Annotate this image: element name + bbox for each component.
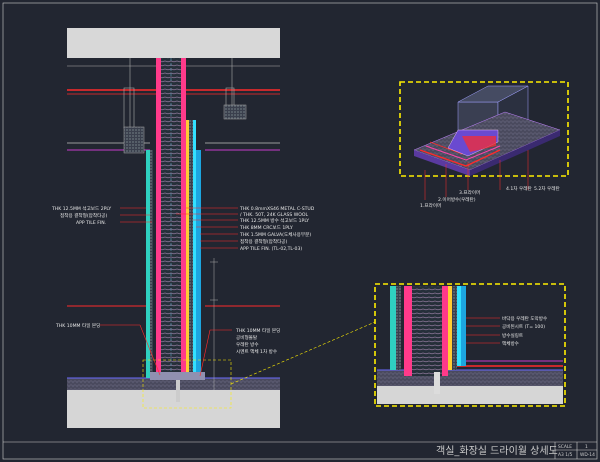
label-floor-tile-left: THK 10MM 타일 본딩 xyxy=(55,322,100,329)
label-crc-board: THK 8MM CRC보드 1PLY xyxy=(239,225,293,231)
label-waterproof-gypsum: THK 12.5MM 방수 석고보드 1PLY xyxy=(239,217,309,224)
title-block[interactable] xyxy=(3,441,597,459)
callout-leader xyxy=(230,321,376,385)
label-cement-waterproof: 시멘트 액체 1차 방수 xyxy=(236,348,277,355)
floor-slab xyxy=(67,390,280,428)
main-section-leaders xyxy=(100,207,238,377)
label-adhesive-left: 접착용 결착형(압착타공) xyxy=(60,212,108,219)
isometric-detail-frame xyxy=(399,81,569,177)
ceiling-hanger-right xyxy=(223,104,247,120)
label-tile-fin-left: APP TILE FIN. xyxy=(76,220,106,226)
ceiling-hanger-left xyxy=(123,126,145,154)
label-primer-1: 1.프라이머 xyxy=(420,202,441,209)
label-sealant: 방수실링트 xyxy=(502,332,523,339)
label-adhesive-right: 접착용 결착형(압착타공) xyxy=(240,238,288,245)
label-sheet: 공비된시트 (T= 100) xyxy=(502,323,545,330)
label-liquid-waterproof: 액체방수 xyxy=(502,340,519,347)
scale-value: A3 1/5 xyxy=(558,452,572,458)
main-wall-section[interactable] xyxy=(67,28,280,428)
label-tile-fin-right: APP TILE FIN. (TL-02,TL-03) xyxy=(240,246,302,252)
enlarged-detail-frame xyxy=(374,283,566,407)
stud-right xyxy=(181,58,186,380)
label-gypsum-2ply: THK 12.5MM 석고보드 2PLY xyxy=(51,205,111,212)
sheet-index: 1 xyxy=(585,444,588,450)
anchor-bolt xyxy=(176,380,180,402)
scale-label: SCALE xyxy=(558,444,572,450)
sheet-code: WD-14 xyxy=(580,452,595,458)
label-floor-tile-right: THK 10MM 타일 본딩 xyxy=(235,327,280,334)
floor-finish-layer xyxy=(67,378,280,390)
isometric-waterproof-detail[interactable] xyxy=(399,81,569,200)
label-metal-stud: THK 0.8mmXS46 METAL C-STUD xyxy=(239,206,315,212)
label-urethane-waterproof: 우레탄 방수 xyxy=(236,341,259,348)
label-urethane-2nd: 5.2차 우레탄 xyxy=(534,185,560,192)
stud-left xyxy=(156,58,161,380)
ceiling-slab xyxy=(67,28,280,58)
label-mortar: 공비형몰탈 xyxy=(236,334,258,341)
enlarged-base-detail[interactable] xyxy=(374,283,566,407)
label-floor-urethane: 바닥용 우레탄 도막방수 xyxy=(502,315,547,322)
label-urethane-1st: 4.1차 우레탄 xyxy=(506,185,532,192)
drawing-title: 객실_화장실 드라이월 상세도 xyxy=(436,445,558,457)
label-glass-wool: / THK. 50T, 24K GLASS WOOL xyxy=(240,212,309,218)
label-galva: THK 1.5MM GALVA(도체사용부분) xyxy=(239,231,311,238)
label-primer-3: 3.프라이머 xyxy=(459,189,480,196)
label-ear-waterproof: 2.이어방수(우레탄) xyxy=(438,196,476,203)
